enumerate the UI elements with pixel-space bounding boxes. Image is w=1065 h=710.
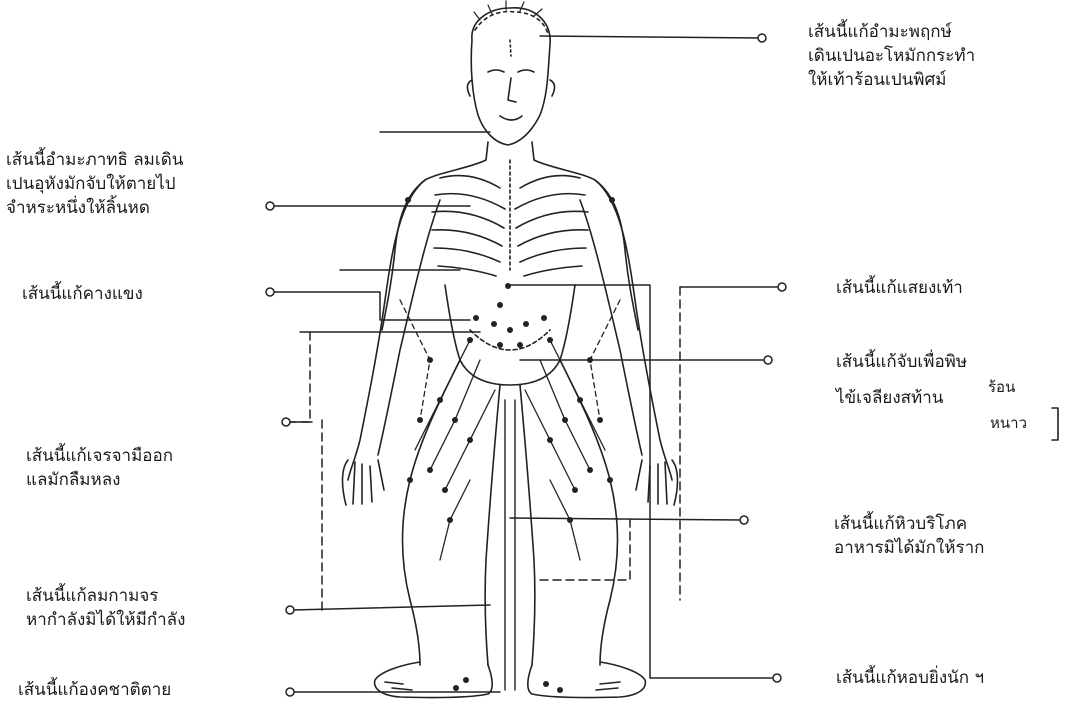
label-poison-fever-line-2: ไข้เจลียงสท้าน [836,386,967,410]
label-strength: เส้นนี้แก้ลมกามจร หากำลังมิได้ให้มีกำลัง [26,584,185,632]
label-stomach: เส้นนี้แก้แสยงเท้า [836,276,963,300]
label-foot-left-line-1: เส้นนี้แก้องคชาติตาย [18,678,171,702]
label-strength-line-2: หากำลังมิได้ให้มีกำลัง [26,608,185,632]
label-hand: เส้นนี้แก้เจรจามืออก แลมักลืมหลง [26,444,173,492]
label-chest-line-3: จำหระหนึ่งให้ลิ้นหด [6,196,183,220]
acupoint-dots [405,197,615,693]
label-stomach-line-1: เส้นนี้แก้แสยงเท้า [836,276,963,300]
label-head-line-1: เส้นนี้แก้อำมะพฤกษ์ [808,20,975,44]
label-jaw-line-1: เส้นนี้แก้คางแขง [22,282,143,306]
label-hand-line-2: แลมักลืมหลง [26,468,173,492]
leader-lines [266,34,786,696]
label-hunger: เส้นนี้แก้หิวบริโภค อาหารมิได้มักให้ราก [834,512,984,560]
label-foot-right: เส้นนี้แก้หอบยิ่งนัก ฯ [836,666,984,690]
label-hand-line-1: เส้นนี้แก้เจรจามืออก [26,444,173,468]
label-head: เส้นนี้แก้อำมะพฤกษ์ เดินเปนอะโหมักกระทำ … [808,20,975,92]
label-fever-hot: ร้อน [988,378,1015,396]
label-hunger-line-1: เส้นนี้แก้หิวบริโภค [834,512,984,536]
label-head-line-2: เดินเปนอะโหมักกระทำ [808,44,975,68]
label-poison-fever: เส้นนี้แก้จับเพื่อพิษ ไข้เจลียงสท้าน [836,350,967,410]
figure-legs [375,360,646,698]
label-chest-line-2: เปนอุหังมักจับให้ตายไป [6,172,183,196]
label-strength-line-1: เส้นนี้แก้ลมกามจร [26,584,185,608]
label-chest-line-1: เส้นนี้อำมะภาทธิ ลมเดิน [6,148,183,172]
label-hunger-line-2: อาหารมิได้มักให้ราก [834,536,984,560]
label-foot-right-line-1: เส้นนี้แก้หอบยิ่งนัก ฯ [836,666,984,690]
figure-head [467,1,554,145]
fever-bracket [1052,408,1058,440]
label-head-line-3: ให้เท้าร้อนเปนพิศม์ [808,68,975,92]
meridian-lines [400,300,620,560]
label-foot-left: เส้นนี้แก้องคชาติตาย [18,678,171,702]
label-fever-cold: หนาว [990,414,1027,432]
label-jaw: เส้นนี้แก้คางแขง [22,282,143,306]
label-poison-fever-line-1: เส้นนี้แก้จับเพื่อพิษ [836,350,967,374]
label-chest: เส้นนี้อำมะภาทธิ ลมเดิน เปนอุหังมักจับให… [6,148,183,220]
